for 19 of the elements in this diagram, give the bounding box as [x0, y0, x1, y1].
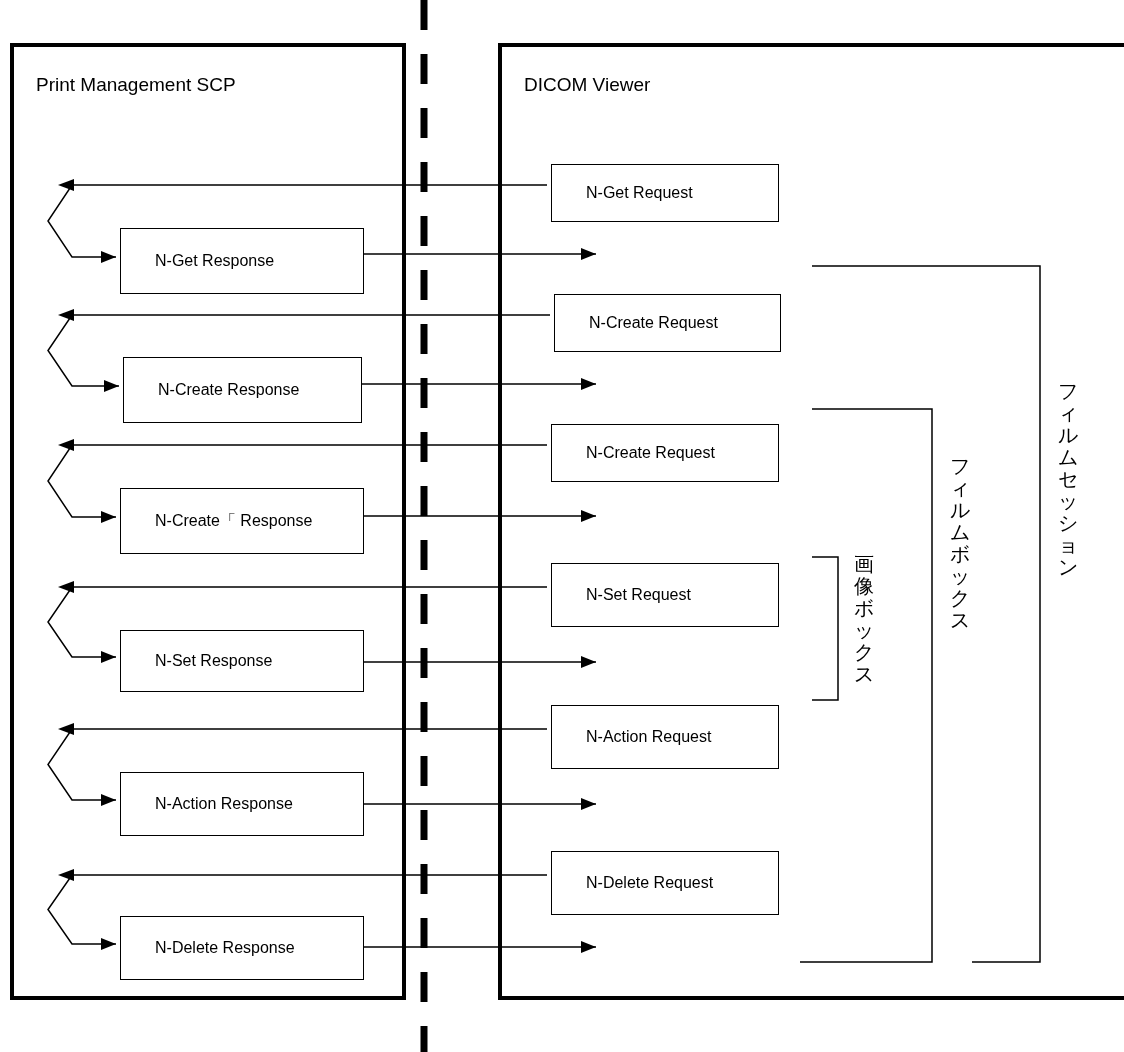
bracket-label: フィルムセッション	[1058, 380, 1078, 578]
message-box: N-Create Request	[551, 424, 779, 482]
message-box: N-Set Request	[551, 563, 779, 627]
bracket-label: 画像ボックス	[854, 553, 874, 685]
message-box: N-Delete Response	[120, 916, 364, 980]
message-box: N-Action Request	[551, 705, 779, 769]
panel-title: Print Management SCP	[36, 75, 236, 94]
message-box: N-Create Response	[123, 357, 362, 423]
message-box: N-Create Request	[554, 294, 781, 352]
message-box: N-Action Response	[120, 772, 364, 836]
panel	[498, 43, 1124, 1000]
panel	[10, 43, 406, 1000]
message-box: N-Get Request	[551, 164, 779, 222]
message-box: N-Create「 Response	[120, 488, 364, 554]
message-box: N-Delete Request	[551, 851, 779, 915]
bracket-label: フィルムボックス	[950, 455, 970, 631]
panel-title: DICOM Viewer	[524, 75, 651, 94]
message-box: N-Get Response	[120, 228, 364, 294]
message-box: N-Set Response	[120, 630, 364, 692]
